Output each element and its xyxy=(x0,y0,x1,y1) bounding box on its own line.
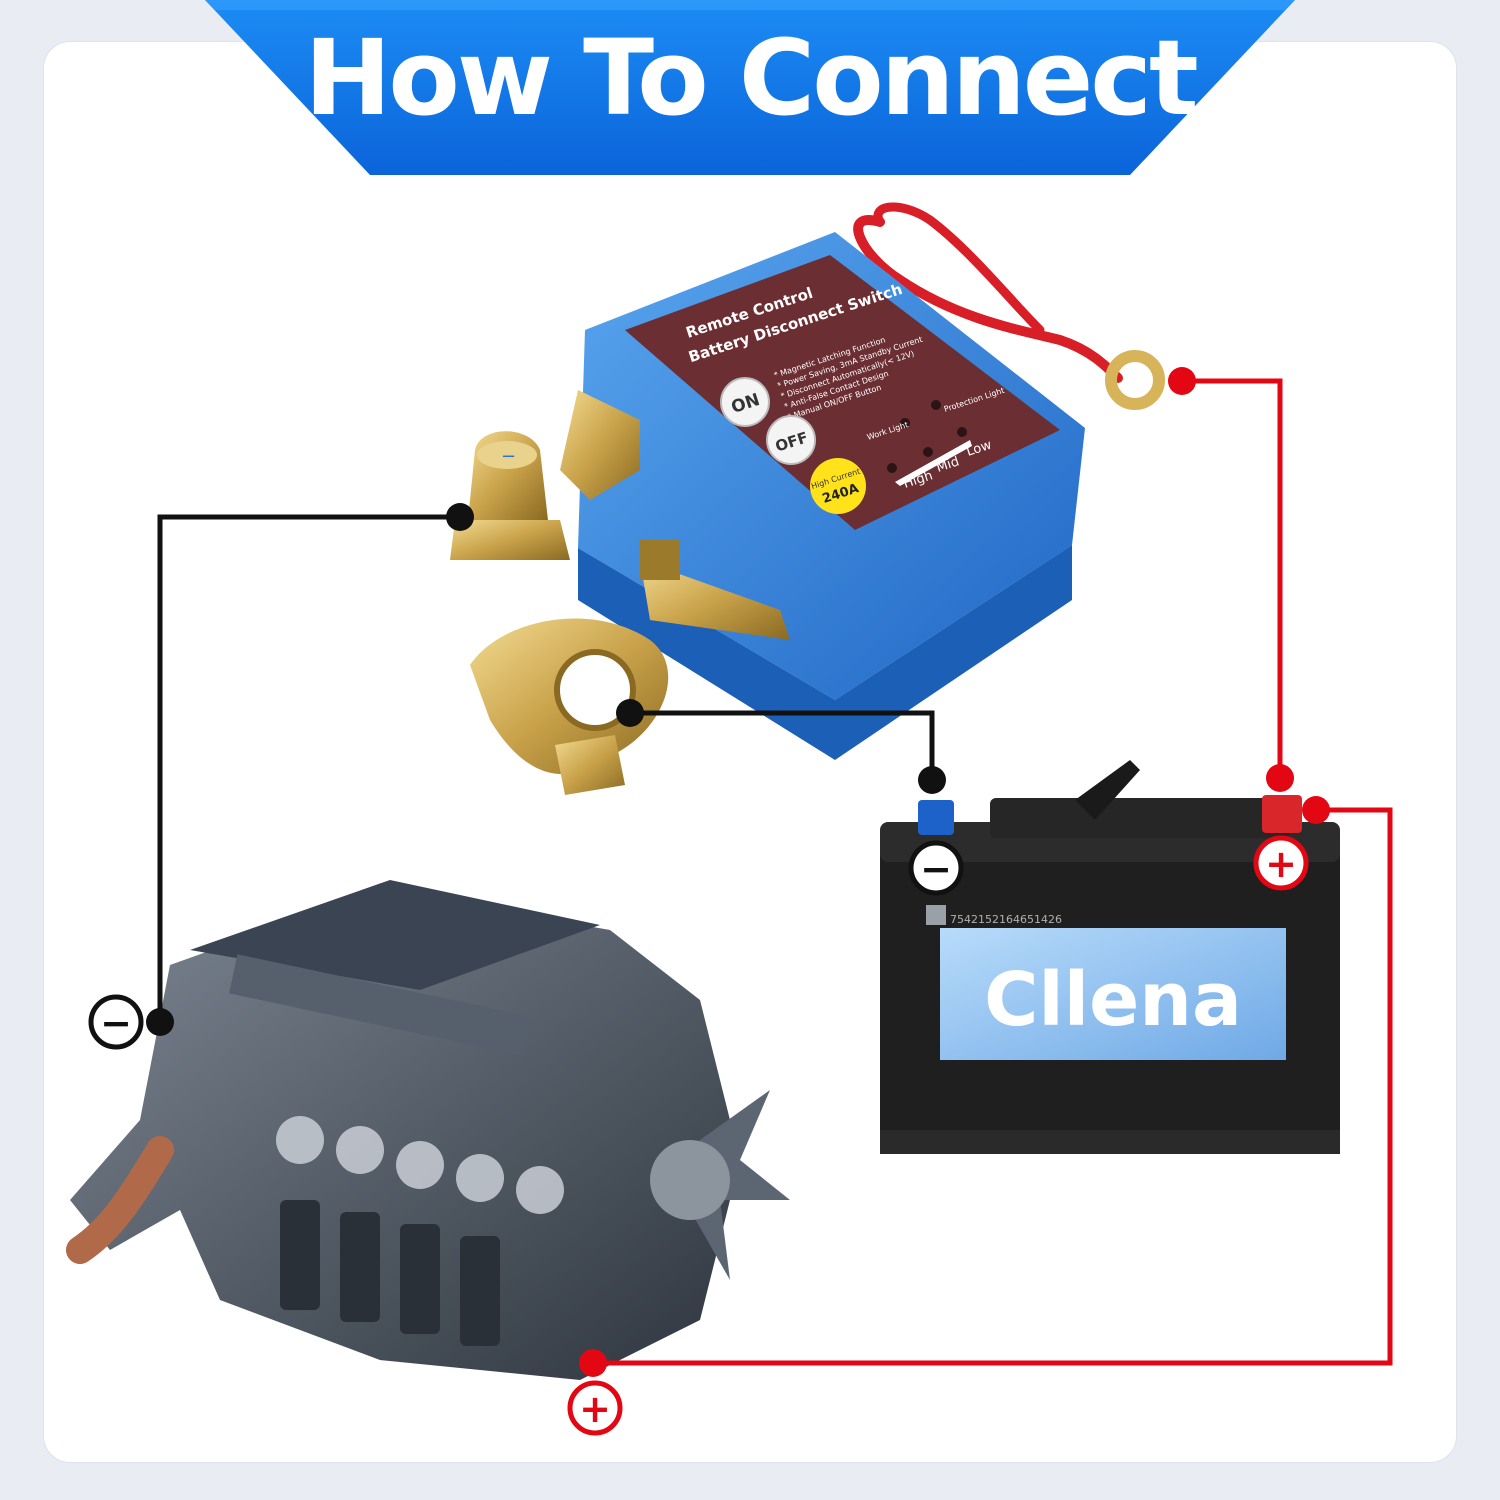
title-banner xyxy=(205,0,1295,175)
battery-disconnect-switch: Remote Control Battery Disconnect Switch… xyxy=(450,202,1165,795)
car-battery: 7542152164651426 Cllena xyxy=(880,760,1340,1154)
negative-wires xyxy=(157,514,935,1022)
connection-dot xyxy=(616,699,644,727)
connection-dot xyxy=(1168,367,1196,395)
engine-fan-icon xyxy=(690,1090,790,1280)
level-light xyxy=(957,427,967,437)
engine-negative-symbol: − xyxy=(88,994,144,1050)
battery-serial: 7542152164651426 xyxy=(950,913,1062,926)
post-minus-mark: − xyxy=(501,446,516,467)
indicator-light xyxy=(931,400,941,410)
battery-negative-symbol: − xyxy=(908,840,964,896)
ring-terminal-icon xyxy=(1105,350,1165,410)
positive-wires xyxy=(593,378,1393,1366)
on-button xyxy=(720,377,770,427)
page-title: How To Connect xyxy=(304,17,1198,139)
connection-dot xyxy=(1266,764,1294,792)
battery-positive-symbol: + xyxy=(1253,835,1309,891)
svg-text:−: − xyxy=(100,1001,132,1045)
level-label-mid: Mid xyxy=(935,454,962,475)
level-light xyxy=(923,447,933,457)
svg-text:+: + xyxy=(1265,842,1297,886)
connection-dot xyxy=(146,1008,174,1036)
connection-dot xyxy=(1302,796,1330,824)
battery-brand: Cllena xyxy=(984,957,1242,1043)
engine-positive-symbol: + xyxy=(567,1380,623,1436)
connection-dot xyxy=(446,503,474,531)
switch-label-plate xyxy=(625,255,1060,530)
connection-dot xyxy=(918,766,946,794)
current-rating-badge xyxy=(810,458,866,514)
indicator-light xyxy=(900,418,910,428)
battery-label-panel xyxy=(940,928,1286,1060)
connection-dot xyxy=(579,1349,607,1377)
car-engine xyxy=(66,880,790,1380)
svg-text:+: + xyxy=(579,1387,611,1431)
svg-text:−: − xyxy=(920,847,952,891)
off-button xyxy=(766,415,816,465)
level-light xyxy=(887,463,897,473)
red-ring-cable xyxy=(853,215,1123,383)
